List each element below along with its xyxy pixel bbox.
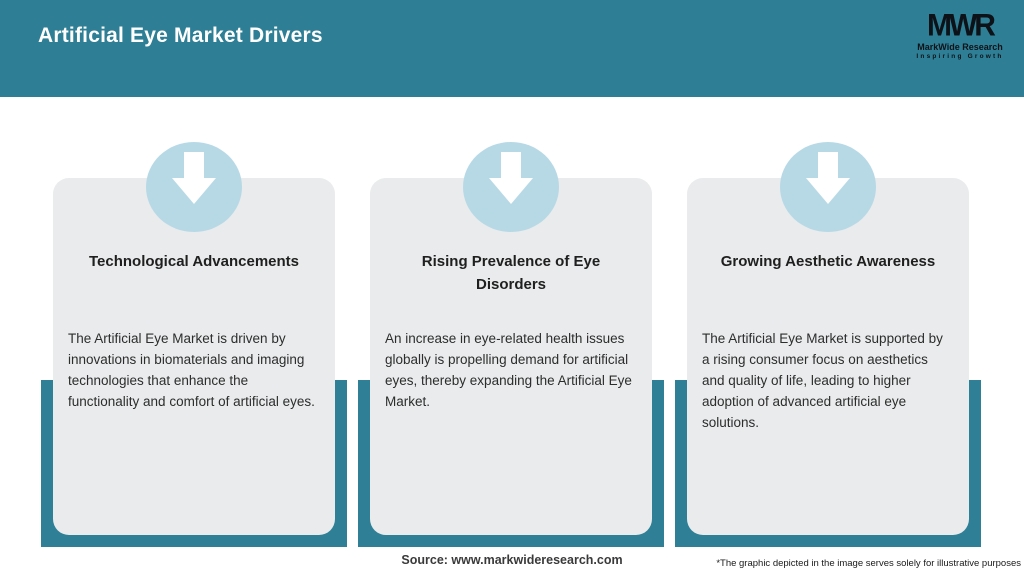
down-arrow-icon bbox=[489, 152, 533, 204]
mwr-logo-mark: MWR bbox=[927, 8, 996, 43]
down-arrow-badge bbox=[463, 142, 559, 232]
driver-card: Rising Prevalence of Eye Disorders An in… bbox=[370, 178, 652, 535]
driver-card: Technological Advancements The Artificia… bbox=[53, 178, 335, 535]
driver-column-3: Growing Aesthetic Awareness The Artifici… bbox=[675, 0, 981, 576]
source-text: Source: www.markwideresearch.com bbox=[401, 553, 623, 567]
card-body: The Artificial Eye Market is supported b… bbox=[702, 331, 943, 430]
driver-column-2: Rising Prevalence of Eye Disorders An in… bbox=[358, 0, 664, 576]
page-title: Artificial Eye Market Drivers bbox=[38, 24, 323, 47]
disclaimer-text: *The graphic depicted in the image serve… bbox=[716, 558, 1021, 569]
brand-tagline: Inspiring Growth bbox=[916, 53, 1004, 60]
card-body: The Artificial Eye Market is driven by i… bbox=[68, 331, 315, 409]
card-title: Technological Advancements bbox=[88, 253, 300, 270]
down-arrow-icon bbox=[806, 152, 850, 204]
driver-card: Growing Aesthetic Awareness The Artifici… bbox=[687, 178, 969, 535]
down-arrow-badge bbox=[146, 142, 242, 232]
brand-logo: MWR MarkWide Research Inspiring Growth bbox=[912, 8, 1008, 60]
card-title: Growing Aesthetic Awareness bbox=[720, 253, 936, 270]
card-title: Rising Prevalence of Eye Disorders bbox=[421, 253, 601, 293]
card-body: An increase in eye-related health issues… bbox=[385, 331, 632, 409]
brand-name: MarkWide Research bbox=[917, 42, 1003, 52]
driver-column-1: Technological Advancements The Artificia… bbox=[41, 0, 347, 576]
down-arrow-icon bbox=[172, 152, 216, 204]
down-arrow-badge bbox=[780, 142, 876, 232]
header-bar: Artificial Eye Market Drivers MWR MarkWi… bbox=[0, 0, 1024, 97]
